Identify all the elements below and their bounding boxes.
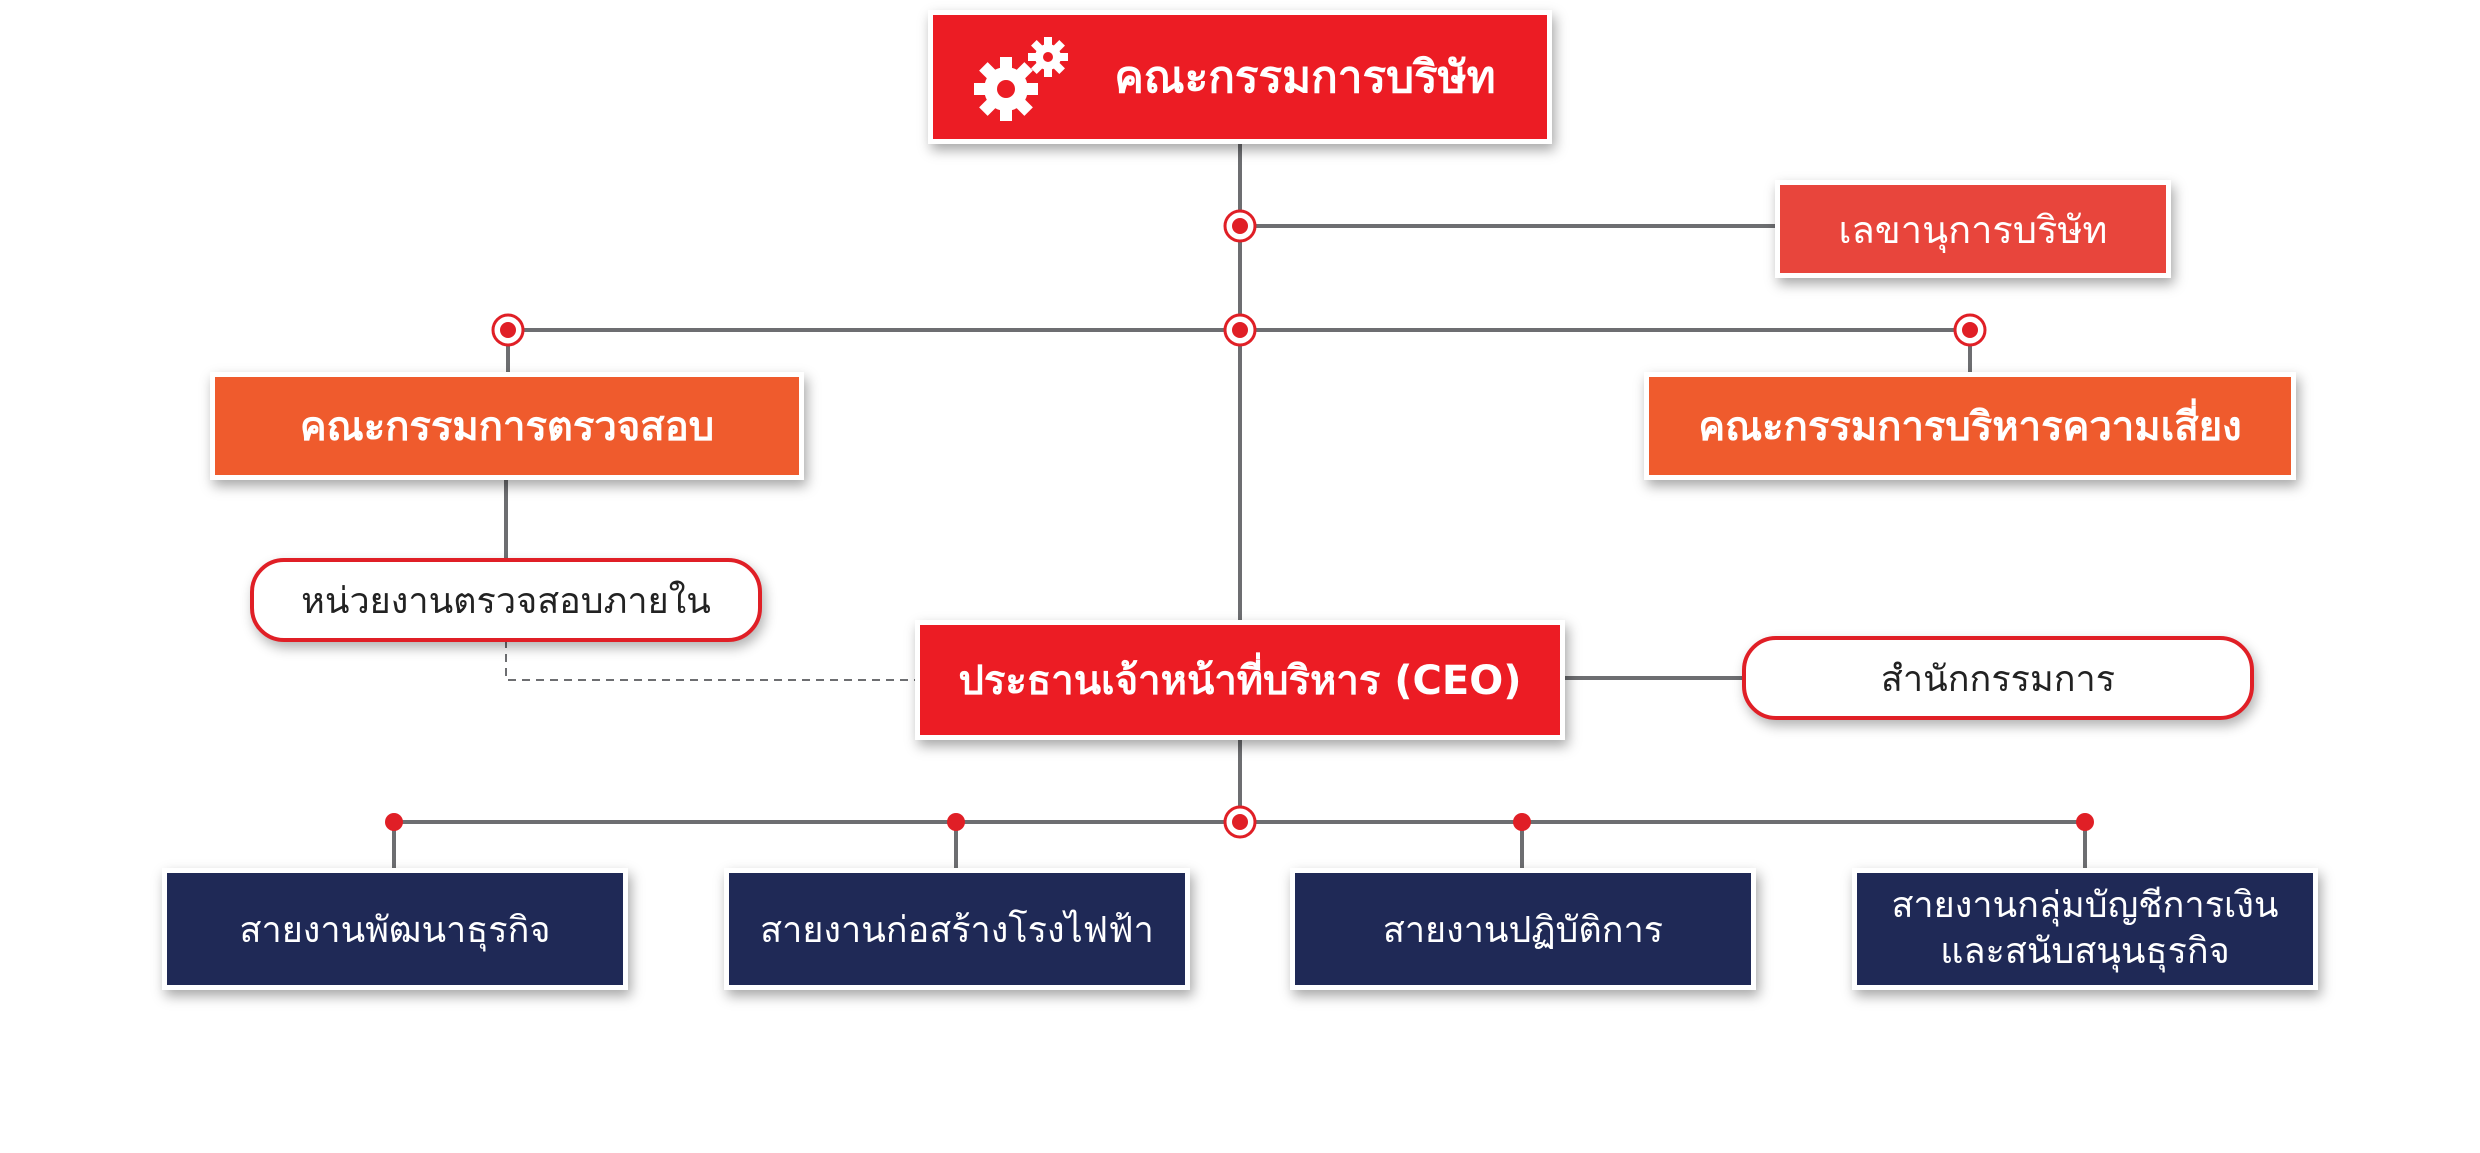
division-label-line2: และสนับสนุนธุรกิจ <box>1940 931 2230 972</box>
board-of-directors-box: คณะกรรมการบริษัท <box>928 10 1552 144</box>
division-business-development: สายงานพัฒนาธุรกิจ <box>162 868 628 990</box>
board-label: คณะกรรมการบริษัท <box>1114 52 1496 103</box>
division-power-plant-construction: สายงานก่อสร้างโรงไฟฟ้า <box>724 868 1190 990</box>
audit-committee-box: คณะกรรมการตรวจสอบ <box>210 372 804 480</box>
ceo-label: ประธานเจ้าหน้าที่บริหาร (CEO) <box>958 658 1522 704</box>
risk-committee-box: คณะกรรมการบริหารความเสี่ยง <box>1644 372 2296 480</box>
company-secretary-box: เลขานุการบริษัท <box>1775 180 2171 278</box>
ceo-box: ประธานเจ้าหน้าที่บริหาร (CEO) <box>915 620 1565 740</box>
division-label: สายงานปฏิบัติการ <box>1382 909 1664 951</box>
internal-audit-pill: หน่วยงานตรวจสอบภายใน <box>250 558 762 642</box>
division-operations: สายงานปฏิบัติการ <box>1290 868 1756 990</box>
division-label: สายงานก่อสร้างโรงไฟฟ้า <box>760 909 1154 951</box>
internal-audit-label: หน่วยงานตรวจสอบภายใน <box>301 580 711 622</box>
division-finance-and-business-support: สายงานกลุ่มบัญชีการเงิน และสนับสนุนธุรกิ… <box>1852 868 2318 990</box>
ceo-office-pill: สำนักกรรมการ <box>1742 636 2254 720</box>
audit-committee-label: คณะกรรมการตรวจสอบ <box>299 404 715 450</box>
gears-icon <box>974 37 1068 121</box>
secretary-label: เลขานุการบริษัท <box>1838 207 2108 252</box>
ceo-office-label: สำนักกรรมการ <box>1880 658 2116 700</box>
risk-committee-label: คณะกรรมการบริหารความเสี่ยง <box>1698 404 2242 450</box>
junction-dots <box>385 209 2094 839</box>
division-label: สายงานพัฒนาธุรกิจ <box>239 909 551 951</box>
division-label-line1: สายงานกลุ่มบัญชีการเงิน <box>1891 885 2279 926</box>
